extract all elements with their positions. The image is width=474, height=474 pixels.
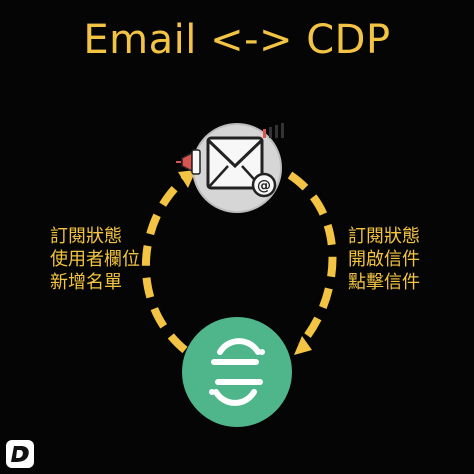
left-field-list: 訂閱狀態 使用者欄位 新增名單 bbox=[50, 225, 140, 294]
right-label-email-open: 開啟信件 bbox=[348, 249, 420, 270]
segment-dot-icon bbox=[259, 349, 265, 355]
left-arrowhead-icon bbox=[178, 170, 196, 188]
email-node: @ bbox=[176, 123, 284, 213]
at-sign-icon: @ bbox=[251, 172, 277, 198]
signal-bars-icon bbox=[263, 123, 284, 138]
diagram-title: Email <-> CDP bbox=[83, 17, 391, 63]
brand-logo-icon bbox=[6, 440, 34, 468]
right-field-list: 訂閱狀態 開啟信件 點擊信件 bbox=[348, 225, 420, 294]
right-arrowhead-icon bbox=[294, 336, 312, 355]
svg-text:@: @ bbox=[257, 178, 271, 194]
email-envelope-icon bbox=[206, 136, 264, 190]
megaphone-icon bbox=[176, 149, 201, 175]
left-label-user-fields: 使用者欄位 bbox=[50, 249, 140, 270]
left-label-add-list: 新增名單 bbox=[50, 272, 122, 293]
left-sync-arrow bbox=[141, 171, 193, 354]
segment-dot-icon bbox=[209, 389, 215, 395]
cdp-node bbox=[182, 317, 292, 427]
right-label-email-click: 點擊信件 bbox=[348, 272, 420, 293]
left-label-subscription: 訂閱狀態 bbox=[50, 226, 122, 247]
right-label-subscription: 訂閱狀態 bbox=[348, 226, 420, 247]
segment-logo-icon bbox=[211, 338, 263, 406]
right-sync-arrow bbox=[287, 171, 337, 348]
